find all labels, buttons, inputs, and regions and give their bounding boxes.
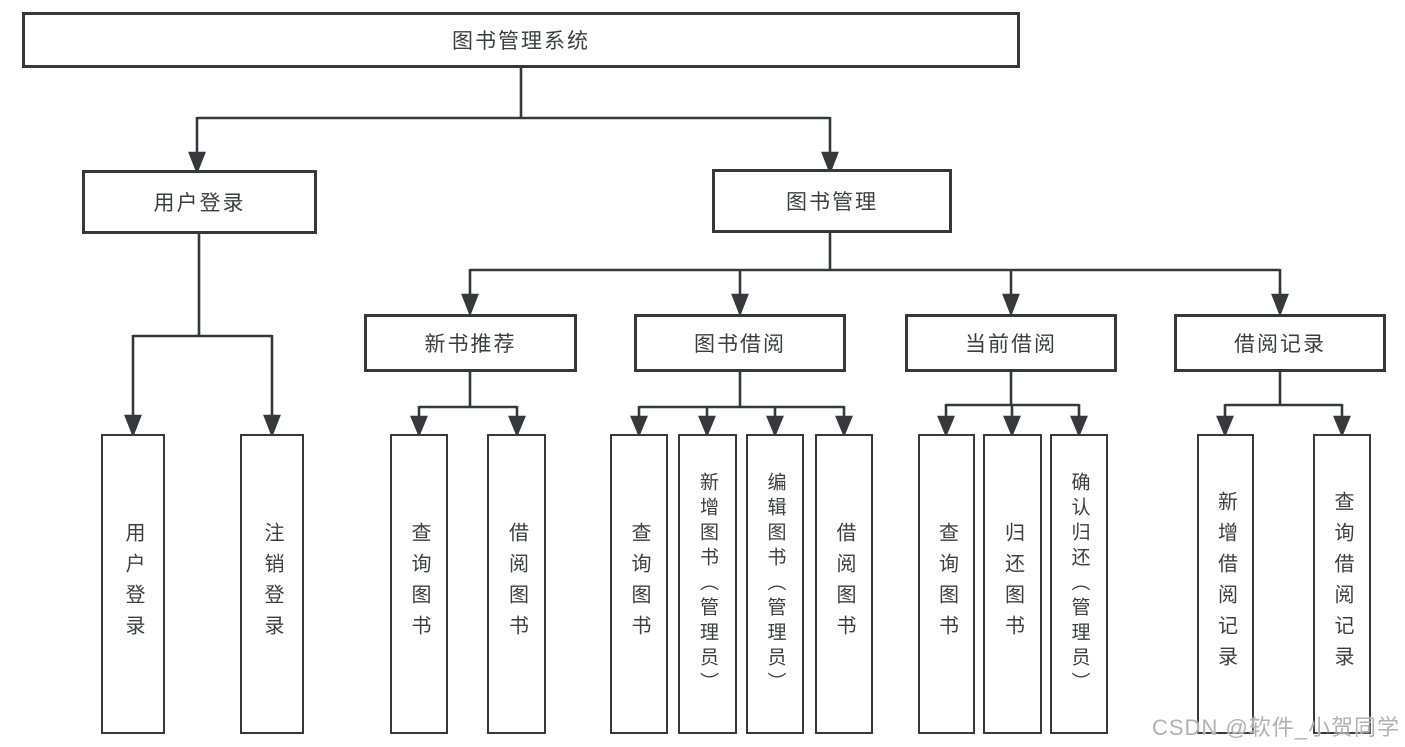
leaf-user-login: 用户登录 — [101, 434, 165, 734]
leaf-recommend-borrow-book-label: 借阅图书 — [505, 522, 528, 646]
node-current-borrow-label: 当前借阅 — [965, 333, 1057, 356]
leaf-add-book-admin-label: 新增图书（管理员） — [697, 471, 718, 697]
leaf-return-book: 归还图书 — [983, 434, 1042, 734]
leaf-recommend-query-book: 查询图书 — [390, 434, 448, 734]
leaf-return-book-label: 归还图书 — [1001, 522, 1024, 646]
node-current-borrow: 当前借阅 — [905, 314, 1117, 372]
leaf-logout-label: 注销登录 — [261, 522, 283, 646]
leaf-logout: 注销登录 — [240, 434, 304, 734]
node-new-book-recommend-label: 新书推荐 — [424, 333, 517, 356]
leaf-borrow-book-label: 借阅图书 — [833, 522, 855, 646]
leaf-current-query-book-label: 查询图书 — [935, 522, 958, 646]
leaf-edit-book-admin: 编辑图书（管理员） — [746, 434, 804, 734]
leaf-query-borrow-record-label: 查询借阅记录 — [1331, 491, 1353, 677]
node-book-management: 图书管理 — [712, 169, 952, 233]
leaf-confirm-return-admin: 确认归还（管理员） — [1050, 434, 1108, 734]
node-book-management-label: 图书管理 — [786, 191, 878, 214]
leaf-add-book-admin: 新增图书（管理员） — [678, 434, 737, 734]
node-borrow-records: 借阅记录 — [1174, 314, 1386, 372]
leaf-recommend-query-book-label: 查询图书 — [408, 522, 430, 646]
node-root: 图书管理系统 — [22, 12, 1020, 68]
leaf-add-borrow-record-label: 新增借阅记录 — [1214, 491, 1237, 677]
leaf-recommend-borrow-book: 借阅图书 — [487, 434, 546, 734]
leaf-borrow-query-book: 查询图书 — [610, 434, 668, 734]
node-borrow-records-label: 借阅记录 — [1234, 333, 1326, 356]
leaf-user-login-label: 用户登录 — [122, 522, 144, 646]
node-book-borrow-label: 图书借阅 — [694, 333, 786, 356]
node-user-login-label: 用户登录 — [153, 192, 246, 215]
node-root-label: 图书管理系统 — [452, 30, 590, 53]
leaf-query-borrow-record: 查询借阅记录 — [1313, 434, 1371, 734]
node-new-book-recommend: 新书推荐 — [364, 314, 577, 372]
node-book-borrow: 图书借阅 — [634, 314, 846, 372]
csdn-watermark: CSDN @软件_小贺同学 — [1152, 715, 1401, 740]
leaf-borrow-query-book-label: 查询图书 — [628, 522, 650, 646]
leaf-confirm-return-admin-label: 确认归还（管理员） — [1068, 471, 1090, 697]
leaf-borrow-book: 借阅图书 — [815, 434, 873, 734]
leaf-current-query-book: 查询图书 — [918, 434, 975, 734]
leaf-edit-book-admin-label: 编辑图书（管理员） — [764, 471, 786, 697]
node-user-login: 用户登录 — [82, 170, 317, 234]
leaf-add-borrow-record: 新增借阅记录 — [1197, 434, 1254, 734]
